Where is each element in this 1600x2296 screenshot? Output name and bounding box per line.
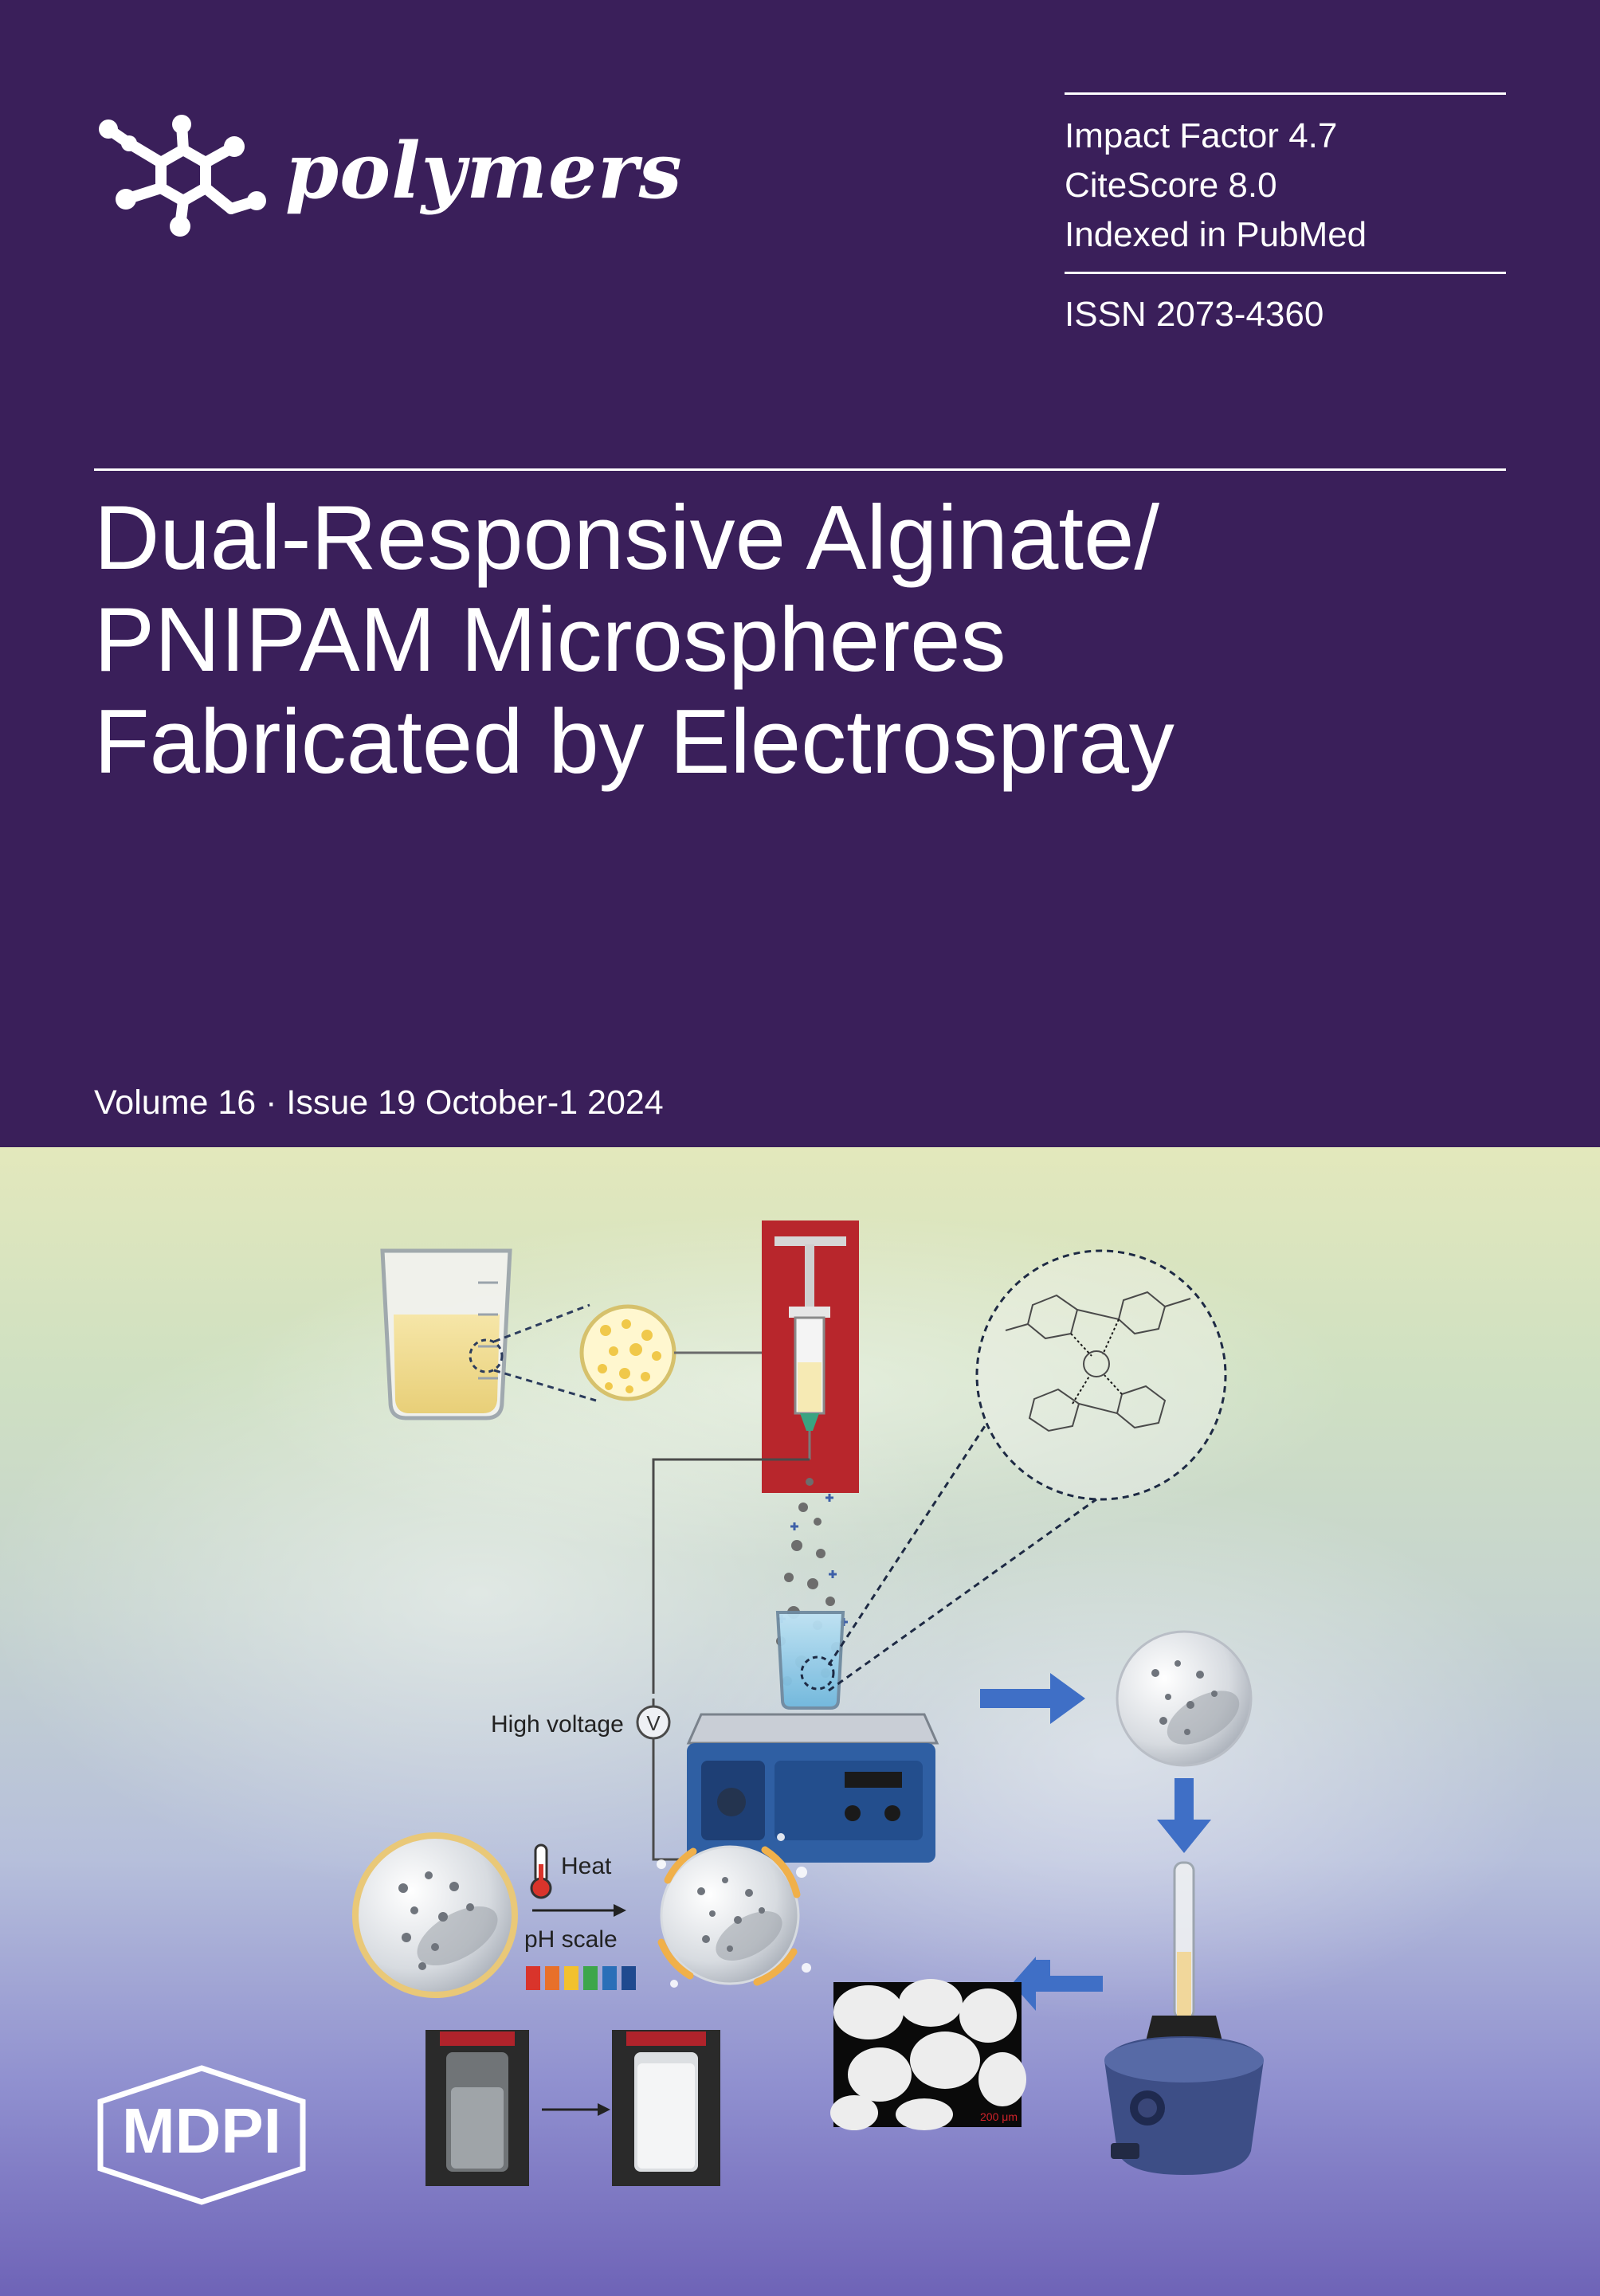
cover-header: polymers Impact Factor 4.7 CiteScore 8.0… (0, 0, 1600, 1147)
title-rule (94, 468, 1506, 471)
voltmeter-symbol: V (646, 1711, 661, 1735)
high-voltage-label: High voltage (491, 1711, 624, 1738)
zoom-line (493, 1303, 590, 1343)
arrow-left-icon (1012, 1957, 1103, 2011)
metrics-bottom-rule (1065, 272, 1506, 274)
arrow-down-icon (1157, 1778, 1211, 1853)
ph-swatch (622, 1966, 636, 1990)
issue-info: Volume 16 · Issue 19 October-1 2024 (94, 1083, 664, 1122)
ph-scale-label: pH scale (524, 1926, 618, 1953)
syringe-pump (762, 1220, 859, 1493)
vial-photo-turbid (612, 2030, 720, 2186)
title-line-2: PNIPAM Microspheres (94, 590, 1006, 691)
article-title: Dual-Responsive Alginate/ PNIPAM Microsp… (94, 488, 1512, 793)
title-line-3: Fabricated by Electrospray (94, 692, 1175, 793)
ph-scale-bar (526, 1966, 636, 1990)
vortex-mixer (1104, 1861, 1264, 2175)
ph-swatch (545, 1966, 559, 1990)
alginate-structure-zoom (975, 1249, 1227, 1501)
microsphere (1116, 1630, 1253, 1767)
microsphere-responsive (657, 1833, 811, 1988)
stimulus-arrow-head (614, 1904, 626, 1917)
background-swirl (669, 1482, 1562, 2024)
ph-swatch (526, 1966, 540, 1990)
arrow-right-icon (980, 1673, 1085, 1724)
ph-swatch (583, 1966, 598, 1990)
citescore: CiteScore 8.0 (1065, 166, 1277, 205)
journal-name: polymers (285, 126, 683, 216)
hexagon-molecule-icon (99, 115, 266, 237)
circuit-wire (652, 1458, 810, 1694)
microsphere-initial (352, 1832, 518, 1998)
solution-zoom-circle (579, 1304, 676, 1401)
zoom-line (827, 1425, 986, 1666)
graphical-abstract: V High voltage (0, 1211, 1562, 2186)
title-line-1: Dual-Responsive Alginate/ (94, 488, 1160, 589)
scale-bar-label: 200 μm (980, 2110, 1018, 2123)
vial-photo-clear (425, 2030, 529, 2186)
indexed-in: Indexed in PubMed (1065, 215, 1367, 254)
issn: ISSN 2073-4360 (1065, 295, 1324, 334)
metrics-top-rule (1065, 92, 1506, 95)
vial-arrow-head (598, 2103, 610, 2116)
ph-swatch (564, 1966, 578, 1990)
thermometer-icon (530, 1843, 552, 1899)
solution-beaker (380, 1248, 512, 1420)
hot-plate-stirrer (686, 1713, 939, 1863)
cover-graphic: V High voltage (0, 1147, 1600, 2296)
impact-factor: Impact Factor 4.7 (1065, 116, 1338, 155)
heat-label: Heat (561, 1853, 612, 1879)
publisher-name: MDPI (122, 2095, 281, 2166)
collection-beaker (775, 1611, 845, 1710)
sem-micrograph: 200 μm (830, 1979, 1026, 2130)
ph-swatch (602, 1966, 617, 1990)
voltmeter-icon (636, 1705, 671, 1740)
mdpi-logo: MDPI (97, 2065, 306, 2205)
